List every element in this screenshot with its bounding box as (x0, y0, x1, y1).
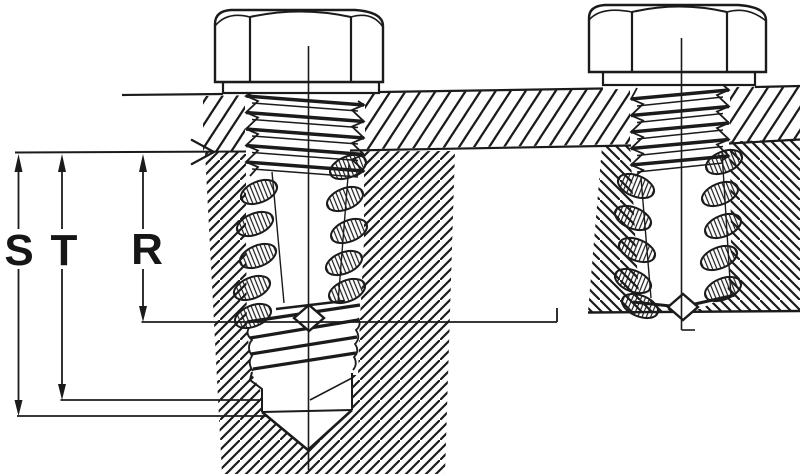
left-bolt-head (213, 8, 385, 95)
left-bolt-washer (221, 80, 381, 95)
right-bolt-centerline (680, 38, 695, 331)
left-hole-thread-sections (232, 153, 369, 330)
dimension-s-label: S (4, 226, 33, 275)
dimension-r (139, 154, 558, 323)
dimension-t-label: T (51, 226, 78, 275)
right-mass-bottom (587, 292, 800, 322)
right-bolt-point-chamfer (666, 292, 700, 322)
plate-outline (14, 84, 800, 154)
dimension-r-label: R (131, 225, 163, 274)
reference-line-arrow (190, 138, 217, 166)
left-bolt-end-and-drill-point (246, 299, 361, 452)
right-bolt-washer (601, 70, 757, 87)
dimension-t (58, 154, 263, 401)
dimension-s (14, 154, 268, 417)
left-hole-cutout-lower (246, 149, 364, 450)
right-bolt-head (587, 3, 768, 87)
